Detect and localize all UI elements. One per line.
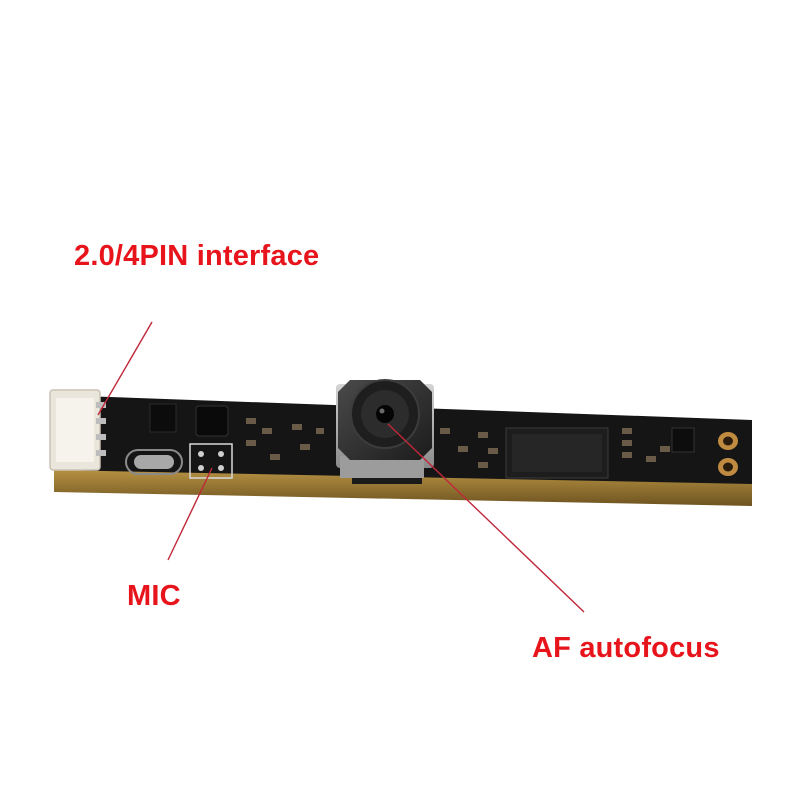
crystal-oscillator xyxy=(125,449,183,475)
interface-leader-line xyxy=(97,321,153,416)
regulator-chip xyxy=(149,403,177,433)
interface-annotation-label: 2.0/4PIN interface xyxy=(74,240,320,272)
passive-components xyxy=(246,418,670,468)
mic-leader-line xyxy=(167,467,213,561)
controller-chip xyxy=(505,427,609,479)
af-annotation-label: AF autofocus xyxy=(532,632,720,664)
connector-4pin xyxy=(49,389,106,471)
mic-annotation-label: MIC xyxy=(127,580,181,612)
af-leader-line xyxy=(387,423,585,613)
af-lens-module xyxy=(336,379,434,484)
mic-pads xyxy=(189,443,233,479)
inductor xyxy=(195,405,229,437)
leader-lines xyxy=(97,321,585,613)
small-ic xyxy=(671,427,695,453)
